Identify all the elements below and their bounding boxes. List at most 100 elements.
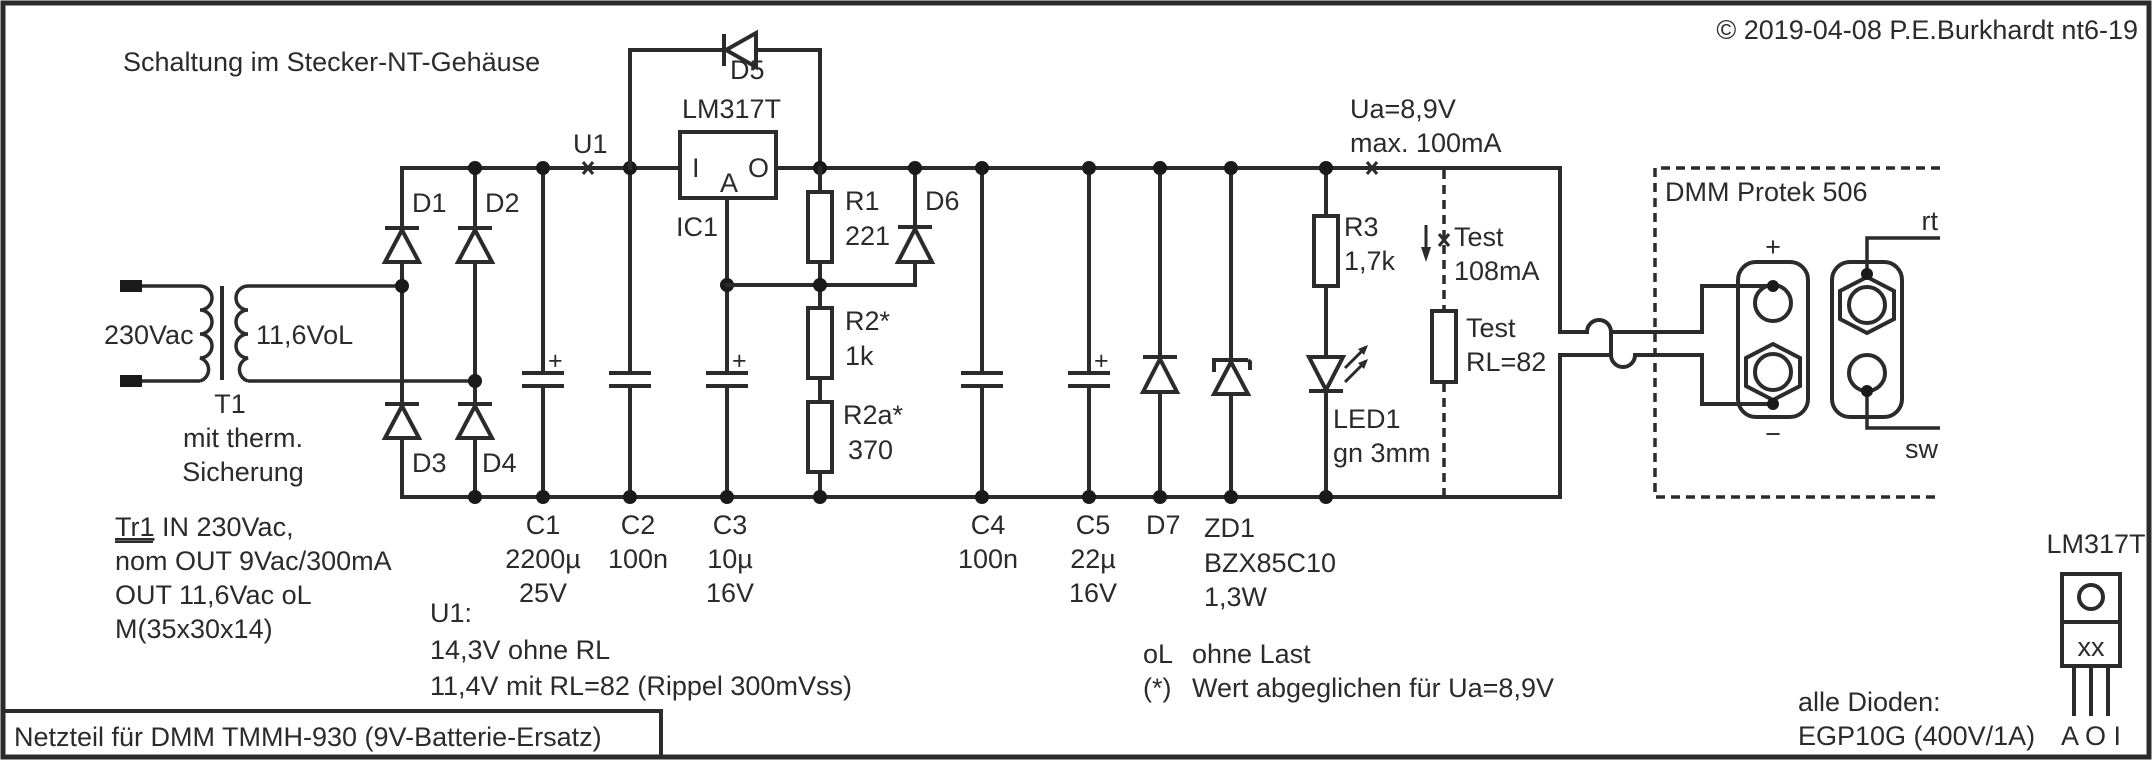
zd1-power: 1,3W (1204, 582, 1268, 612)
legend-ol-key: oL (1143, 639, 1173, 669)
test-current-label-2: 108mA (1454, 256, 1540, 286)
ua-current-label: max. 100mA (1350, 128, 1502, 158)
black-wire-label: sw (1905, 434, 1939, 464)
c5-polarity: + (1094, 347, 1109, 375)
secondary-coil (234, 284, 249, 383)
d5-label: D5 (730, 55, 765, 85)
regulator-ic1 (678, 130, 827, 287)
u1-notes-line1: 14,3V ohne RL (430, 635, 610, 665)
diode-d2 (454, 225, 496, 264)
pin-adj-label: A (720, 168, 738, 198)
tr1-line1: IN 230Vac, (155, 512, 294, 542)
c3-voltage: 16V (706, 578, 754, 608)
d6-label: D6 (925, 186, 960, 216)
capacitor-c1: + (522, 161, 564, 504)
r1-value: 221 (845, 221, 890, 251)
pinout-marking: xx (2078, 632, 2106, 662)
tr1-line3: OUT 11,6Vac oL (115, 580, 312, 610)
led1-symbol (1305, 355, 1347, 395)
diode-note-2: EGP10G (400V/1A) (1798, 721, 2035, 751)
pinout-pins: A O I (2061, 721, 2121, 751)
c5-ref: C5 (1076, 510, 1111, 540)
lm317-package (2060, 572, 2122, 716)
d3-label: D3 (412, 448, 447, 478)
rl-label-2: RL=82 (1466, 347, 1546, 377)
test-point-x-icon (1437, 233, 1451, 247)
output-cable (1558, 284, 1775, 406)
capacitor-c4 (961, 161, 1003, 504)
diode-d3 (381, 401, 423, 440)
capacitor-c5: + (1068, 161, 1110, 504)
title-text: Netzteil für DMM TMMH-930 (9V-Batterie-E… (14, 722, 602, 752)
rl-label-1: Test (1466, 313, 1516, 343)
battery-snap-socket (1736, 260, 1810, 419)
copyright-text: © 2019-04-08 P.E.Burkhardt nt6-19 (1716, 15, 2138, 45)
mains-terminal-bottom (120, 375, 142, 387)
red-wire-label: rt (1922, 206, 1939, 236)
top-rail (400, 166, 1562, 334)
resistor-ladder (725, 161, 922, 504)
c5-value: 22µ (1070, 544, 1116, 574)
dmm-minus-label: − (1765, 419, 1781, 449)
ua-test-point (1365, 161, 1379, 175)
c1-value: 2200µ (505, 544, 581, 574)
regulator-part-label: LM317T (682, 94, 781, 124)
r3-value: 1,7k (1344, 246, 1396, 276)
diode-note-1: alle Dioden: (1798, 687, 1941, 717)
d1-label: D1 (412, 188, 447, 218)
r2a-value: 370 (848, 435, 893, 465)
subtitle-text: Schaltung im Stecker-NT-Gehäuse (123, 47, 540, 77)
r3-ref: R3 (1344, 212, 1379, 242)
led1-ref: LED1 (1333, 404, 1401, 434)
resistor-r3 (1312, 214, 1340, 288)
mains-terminal-top (120, 280, 142, 292)
transformer-t1 (120, 280, 475, 387)
capacitor-c2 (609, 161, 651, 504)
ua-voltage-label: Ua=8,9V (1350, 94, 1456, 124)
c1-polarity: + (548, 347, 563, 375)
resistor-r1 (806, 190, 834, 264)
tr1-line4: M(35x30x14) (115, 614, 273, 644)
r2-ref: R2* (845, 306, 891, 336)
svg-text:Tr1 IN 230Vac,: Tr1 IN 230Vac, (115, 512, 294, 542)
u1-test-point (581, 161, 595, 175)
pinout-part-label: LM317T (2046, 529, 2145, 559)
c3-value: 10µ (707, 544, 753, 574)
transformer-note-1: mit therm. (183, 423, 303, 453)
diode-d5 (628, 29, 822, 170)
dmm-enclosure (1653, 166, 1940, 499)
c4-value: 100n (958, 544, 1018, 574)
resistor-r2 (806, 306, 834, 380)
bottom-rail (400, 353, 1562, 499)
transformer-note-2: Sicherung (182, 457, 304, 487)
capacitor-c3: + (706, 278, 748, 504)
c5-voltage: 16V (1069, 578, 1117, 608)
legend-star-text: Wert abgeglichen für Ua=8,9V (1192, 673, 1554, 703)
battery-snap-plug (1830, 236, 1940, 430)
diode-d1 (381, 225, 423, 264)
test-current-label-1: Test (1454, 222, 1504, 252)
title-block-box (1, 709, 663, 759)
d2-label: D2 (485, 188, 520, 218)
transformer-spec: Tr1 IN 230Vac, nom OUT 9Vac/300mA OUT 11… (115, 512, 392, 644)
r2a-ref: R2a* (843, 400, 904, 430)
diode-d4 (454, 401, 496, 440)
dmm-label: DMM Protek 506 (1665, 177, 1868, 207)
d7-label: D7 (1146, 510, 1181, 540)
pin-in-label: I (692, 153, 700, 183)
led1-value: gn 3mm (1333, 438, 1431, 468)
u1-label: U1 (573, 129, 608, 159)
c2-ref: C2 (621, 510, 656, 540)
d4-label: D4 (482, 448, 517, 478)
r1-ref: R1 (845, 186, 880, 216)
dmm-plus-label: + (1765, 232, 1781, 262)
primary-coil (199, 284, 214, 383)
c3-ref: C3 (713, 510, 748, 540)
u1-notes-title: U1: (430, 598, 472, 628)
tr1-line2: nom OUT 9Vac/300mA (115, 546, 392, 576)
tr1-ref: Tr1 (115, 512, 155, 542)
c2-value: 100n (608, 544, 668, 574)
legend-ol-text: ohne Last (1192, 639, 1311, 669)
bridge-rectifier (381, 161, 496, 504)
